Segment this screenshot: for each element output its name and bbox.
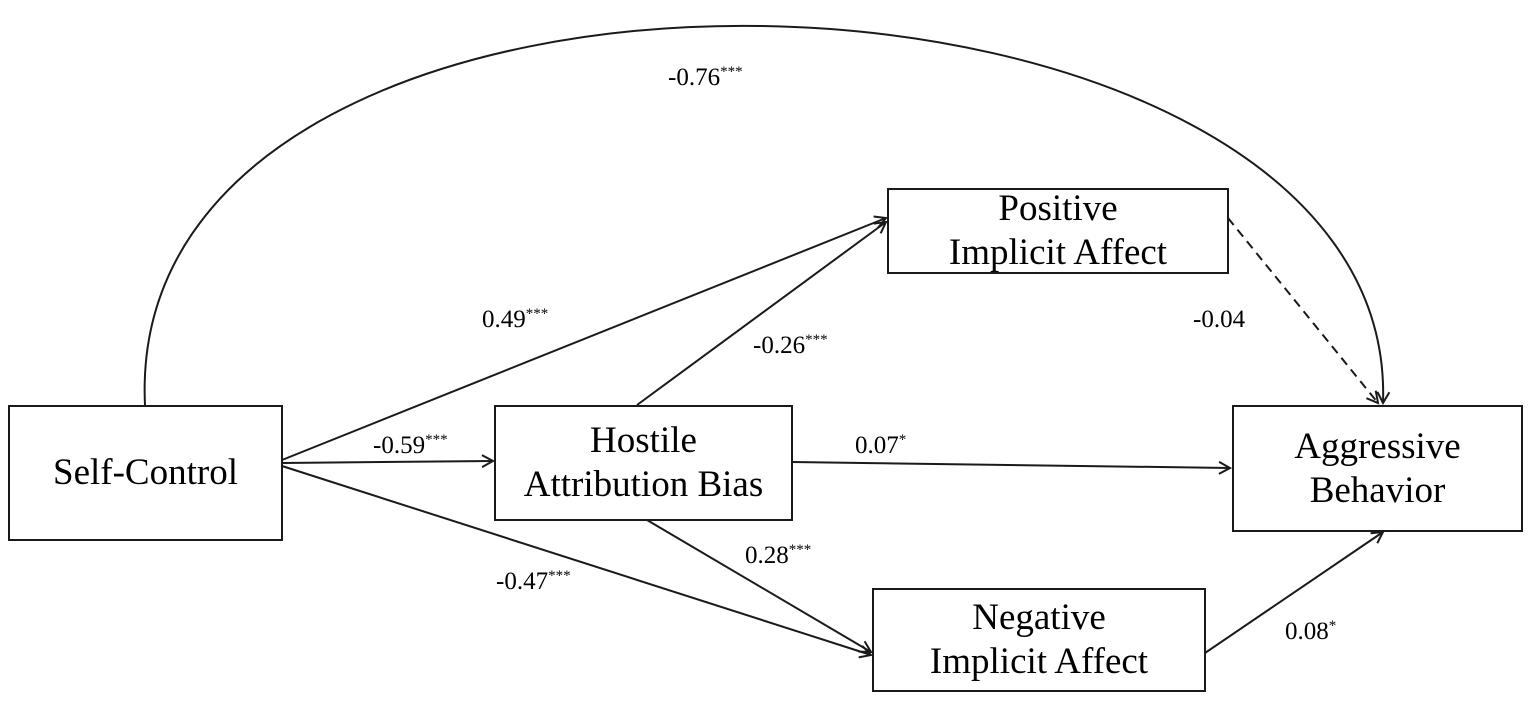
arrow-hab-ab	[791, 462, 1230, 468]
arrow-hab-neg	[646, 519, 871, 652]
arrow-sc-hab	[281, 461, 493, 463]
arrow-hab-pos	[636, 222, 886, 406]
coef-sc-hab: -0.59***	[373, 432, 448, 459]
node-negative-implicit-affect: Negative Implicit Affect	[872, 588, 1206, 692]
coef-sc-ab: -0.76***	[668, 64, 743, 91]
node-positive-implicit-affect: Positive Implicit Affect	[887, 188, 1229, 274]
node-label: Negative	[972, 597, 1106, 638]
coef-pos-ab: -0.04	[1193, 306, 1246, 333]
arrow-sc-neg	[281, 465, 871, 655]
arrow-sc-ab	[143, 25, 1384, 405]
coef-sc-neg: -0.47***	[496, 568, 571, 595]
node-label: Positive	[998, 188, 1118, 229]
arrow-sc-pos	[281, 218, 886, 461]
coef-hab-pos: -0.26***	[753, 332, 828, 359]
node-label: Behavior	[1309, 469, 1446, 511]
arrow-pos-ab	[1227, 217, 1378, 403]
coef-sc-pos: 0.49***	[482, 306, 549, 333]
node-label: Implicit Affect	[948, 232, 1168, 273]
node-self-control: Self-Control	[8, 405, 283, 541]
node-label: Aggressive	[1294, 425, 1461, 467]
node-aggressive-behavior: Aggressive Behavior	[1232, 405, 1523, 532]
node-label: Implicit Affect	[929, 641, 1149, 682]
node-label: Self-Control	[53, 452, 238, 493]
node-label: Attribution Bias	[523, 464, 764, 505]
node-label: Hostile	[590, 420, 697, 461]
node-hostile-attribution-bias: Hostile Attribution Bias	[494, 405, 793, 521]
arrow-neg-ab	[1204, 532, 1383, 654]
coef-hab-ab: 0.07*	[855, 432, 907, 459]
coef-hab-neg: 0.28***	[745, 542, 812, 569]
coef-neg-ab: 0.08*	[1285, 618, 1337, 645]
